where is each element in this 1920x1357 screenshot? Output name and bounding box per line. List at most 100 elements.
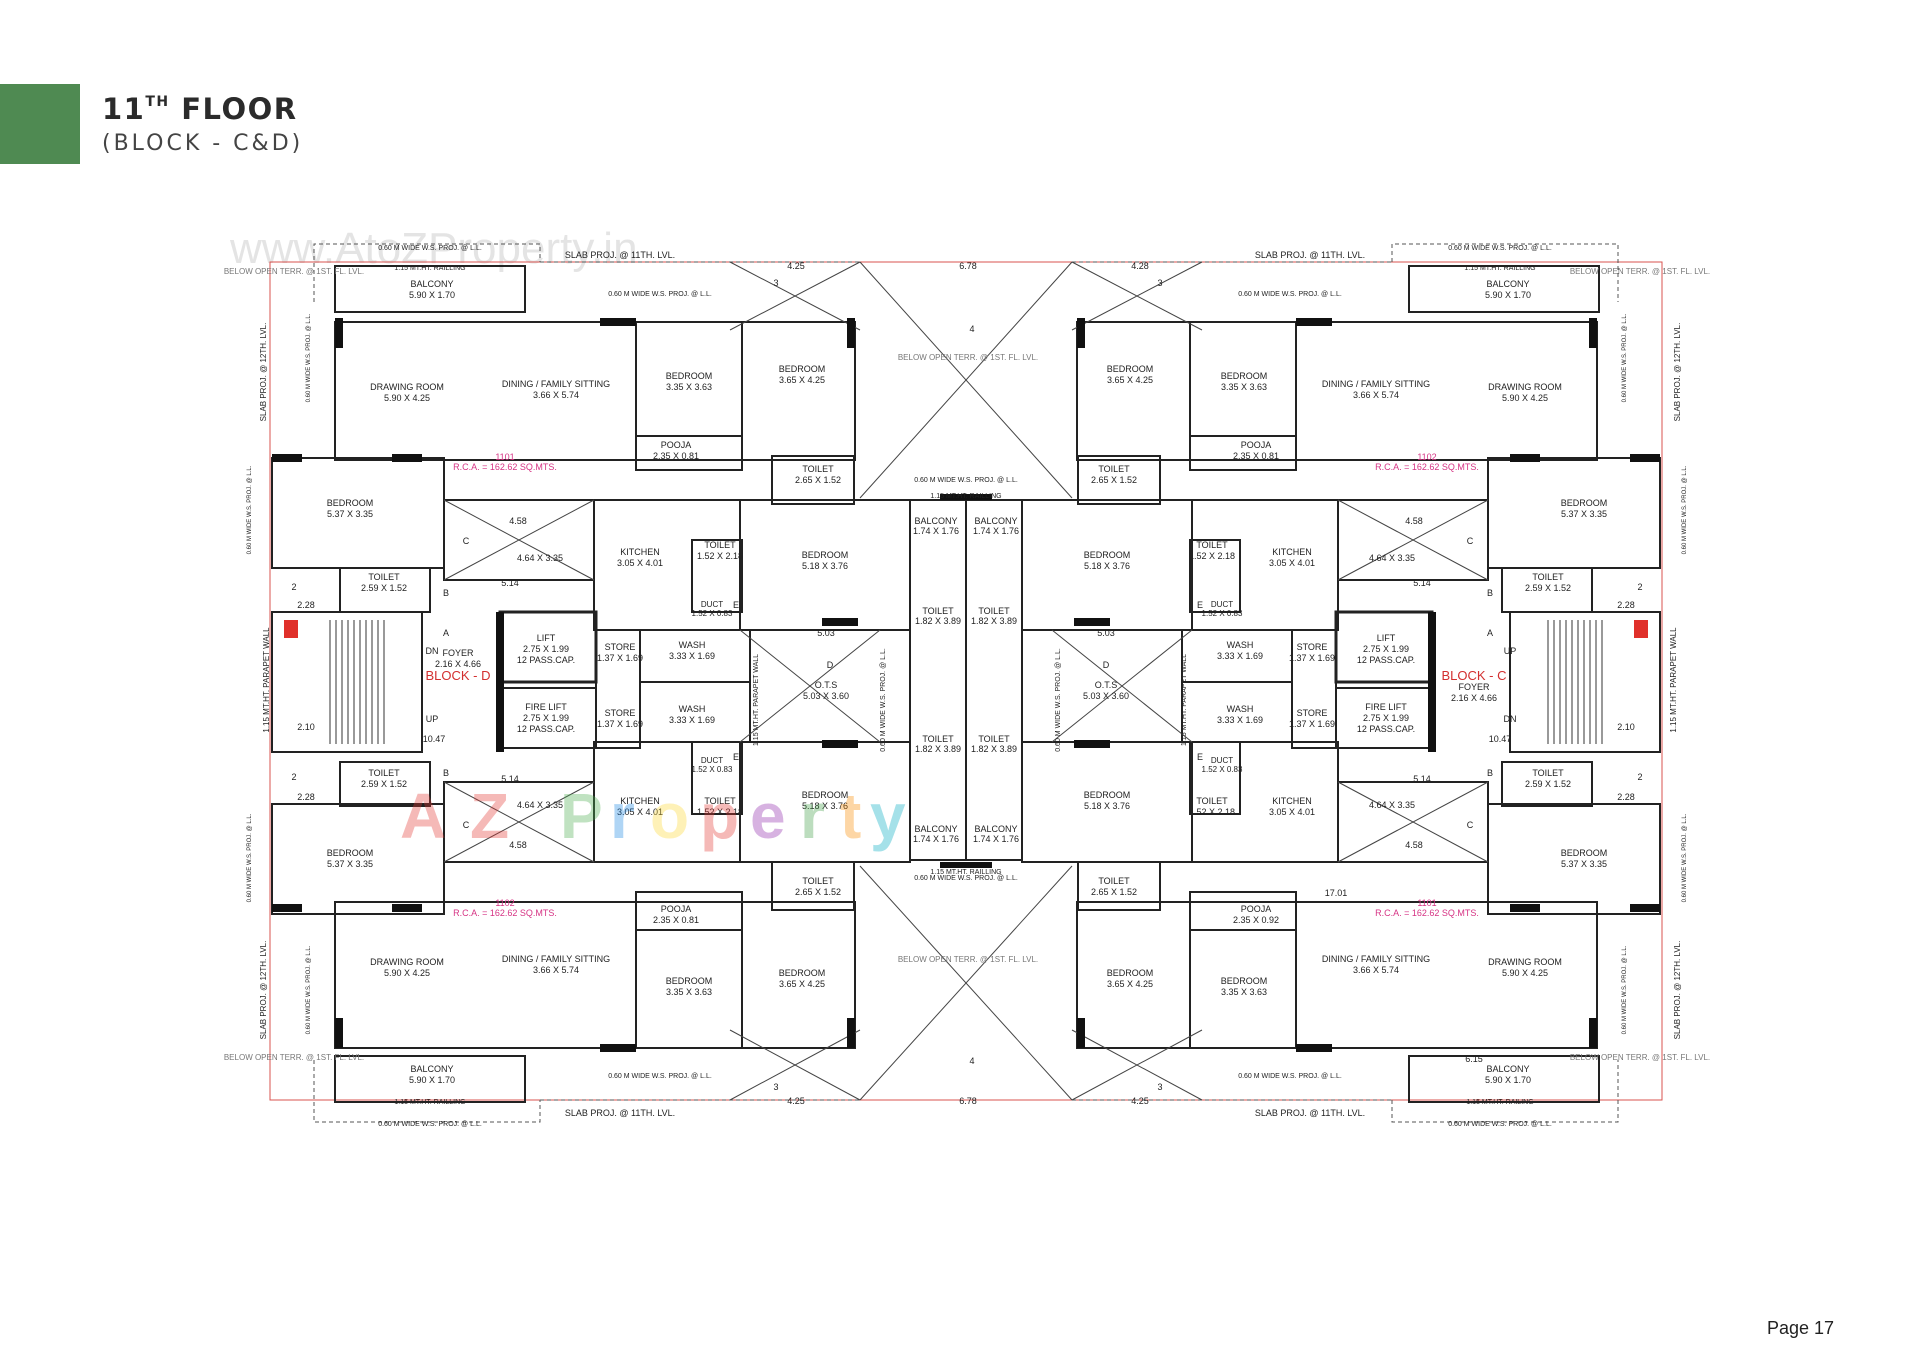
svg-text:O.T.S: O.T.S: [815, 680, 838, 690]
svg-text:DINING / FAMILY SITTING: DINING / FAMILY SITTING: [502, 954, 610, 964]
svg-text:5.90 X 4.25: 5.90 X 4.25: [384, 393, 430, 403]
svg-text:TOILET: TOILET: [922, 734, 954, 744]
svg-text:R.C.A. = 162.62 SQ.MTS.: R.C.A. = 162.62 SQ.MTS.: [1375, 908, 1479, 918]
svg-text:4.58: 4.58: [1405, 516, 1423, 526]
svg-text:SLAB PROJ. @ 12TH. LVL.: SLAB PROJ. @ 12TH. LVL.: [259, 941, 268, 1040]
svg-text:BEDROOM: BEDROOM: [327, 498, 374, 508]
svg-text:3.33 X 1.69: 3.33 X 1.69: [1217, 715, 1263, 725]
svg-text:POOJA: POOJA: [661, 440, 692, 450]
header-accent-bar: [0, 84, 80, 164]
svg-text:4.58: 4.58: [509, 516, 527, 526]
svg-text:2.35 X 0.92: 2.35 X 0.92: [1233, 915, 1279, 925]
svg-text:2.28: 2.28: [297, 600, 315, 610]
svg-text:1.52 X 0.83: 1.52 X 0.83: [692, 609, 733, 618]
svg-text:2.59 X 1.52: 2.59 X 1.52: [1525, 583, 1571, 593]
svg-text:BALCONY: BALCONY: [410, 279, 453, 289]
svg-text:DRAWING ROOM: DRAWING ROOM: [1488, 382, 1562, 392]
svg-text:KITCHEN: KITCHEN: [620, 796, 660, 806]
svg-text:10.47: 10.47: [1489, 734, 1512, 744]
svg-text:1.52 X 0.83: 1.52 X 0.83: [692, 765, 733, 774]
svg-text:TOILET: TOILET: [802, 876, 834, 886]
svg-text:R.C.A. = 162.62 SQ.MTS.: R.C.A. = 162.62 SQ.MTS.: [1375, 462, 1479, 472]
svg-text:12 PASS.CAP.: 12 PASS.CAP.: [1357, 655, 1415, 665]
svg-text:DRAWING ROOM: DRAWING ROOM: [370, 382, 444, 392]
svg-text:BEDROOM: BEDROOM: [779, 364, 826, 374]
svg-text:0.60 M WIDE W.S. PROJ. @ L.L.: 0.60 M WIDE W.S. PROJ. @ L.L.: [608, 291, 712, 298]
svg-text:TOILET: TOILET: [1098, 876, 1130, 886]
svg-text:5.18 X 3.76: 5.18 X 3.76: [802, 801, 848, 811]
svg-text:e: e: [750, 780, 786, 852]
svg-text:FIRE LIFT: FIRE LIFT: [1365, 702, 1407, 712]
svg-text:BELOW OPEN TERR. @ 1ST. FL. LV: BELOW OPEN TERR. @ 1ST. FL. LVL.: [1570, 1053, 1710, 1062]
svg-text:TOILET: TOILET: [922, 606, 954, 616]
svg-text:1.15 MT.HT. PARAPET WALL: 1.15 MT.HT. PARAPET WALL: [262, 627, 271, 733]
svg-text:R.C.A. = 162.62 SQ.MTS.: R.C.A. = 162.62 SQ.MTS.: [453, 462, 557, 472]
svg-text:3: 3: [773, 278, 778, 288]
svg-text:1.37 X 1.69: 1.37 X 1.69: [597, 653, 643, 663]
svg-text:1.82 X 3.89: 1.82 X 3.89: [971, 744, 1017, 754]
svg-text:12 PASS.CAP.: 12 PASS.CAP.: [1357, 724, 1415, 734]
svg-text:2.59 X 1.52: 2.59 X 1.52: [361, 583, 407, 593]
svg-text:2: 2: [1637, 582, 1642, 592]
svg-text:0.60 M WIDE W.S. PROJ. @ L.L.: 0.60 M WIDE W.S. PROJ. @ L.L.: [306, 313, 312, 402]
open-terrace-voids: [443, 261, 1489, 1101]
svg-text:2.65 X 1.52: 2.65 X 1.52: [795, 887, 841, 897]
svg-text:5.90 X 1.70: 5.90 X 1.70: [1485, 1075, 1531, 1085]
svg-text:1.15 MT.HT. PARAPET WALL: 1.15 MT.HT. PARAPET WALL: [1669, 627, 1678, 733]
svg-text:2: 2: [291, 582, 296, 592]
svg-text:KITCHEN: KITCHEN: [1272, 547, 1312, 557]
svg-text:1.52 X 2.18: 1.52 X 2.18: [1189, 551, 1235, 561]
svg-text:5.03: 5.03: [1097, 628, 1115, 638]
svg-text:5.18 X 3.76: 5.18 X 3.76: [1084, 801, 1130, 811]
svg-text:4.25: 4.25: [787, 261, 805, 271]
svg-text:2.16 X 4.66: 2.16 X 4.66: [1451, 693, 1497, 703]
svg-text:1102: 1102: [1417, 452, 1436, 462]
svg-text:SLAB PROJ. @ 11TH. LVL.: SLAB PROJ. @ 11TH. LVL.: [565, 250, 675, 260]
svg-text:BALCONY: BALCONY: [410, 1064, 453, 1074]
svg-text:BEDROOM: BEDROOM: [802, 790, 849, 800]
svg-text:BALCONY: BALCONY: [974, 824, 1017, 834]
svg-text:TOILET: TOILET: [368, 768, 400, 778]
svg-text:2.75 X 1.99: 2.75 X 1.99: [1363, 713, 1409, 723]
svg-text:BELOW OPEN TERR. @ 1ST. FL. LV: BELOW OPEN TERR. @ 1ST. FL. LVL.: [224, 1053, 364, 1062]
svg-text:BEDROOM: BEDROOM: [1107, 968, 1154, 978]
svg-text:1.82 X 3.89: 1.82 X 3.89: [971, 616, 1017, 626]
svg-text:DUCT: DUCT: [1211, 600, 1233, 609]
svg-text:3.66 X 5.74: 3.66 X 5.74: [1353, 390, 1399, 400]
svg-text:POOJA: POOJA: [1241, 440, 1272, 450]
svg-text:KITCHEN: KITCHEN: [1272, 796, 1312, 806]
svg-text:5.37 X 3.35: 5.37 X 3.35: [327, 859, 373, 869]
svg-text:3.05 X 4.01: 3.05 X 4.01: [1269, 558, 1315, 568]
svg-text:SLAB PROJ. @ 12TH. LVL.: SLAB PROJ. @ 12TH. LVL.: [1673, 941, 1682, 1040]
svg-text:FOYER: FOYER: [442, 648, 474, 658]
svg-text:5.03 X 3.60: 5.03 X 3.60: [803, 691, 849, 701]
svg-text:3: 3: [1157, 278, 1162, 288]
svg-text:3: 3: [773, 1082, 778, 1092]
svg-text:BALCONY: BALCONY: [914, 516, 957, 526]
svg-text:TOILET: TOILET: [1098, 464, 1130, 474]
svg-text:4.25: 4.25: [1131, 1096, 1149, 1106]
svg-text:2.28: 2.28: [1617, 792, 1635, 802]
svg-text:TOILET: TOILET: [1532, 572, 1564, 582]
svg-text:4.58: 4.58: [1405, 840, 1423, 850]
svg-text:1.52 X 0.83: 1.52 X 0.83: [1202, 609, 1243, 618]
svg-text:2.28: 2.28: [297, 792, 315, 802]
svg-text:TOILET: TOILET: [704, 540, 736, 550]
svg-text:STORE: STORE: [605, 708, 636, 718]
svg-text:1.15 MT.HT. RAILLING: 1.15 MT.HT. RAILLING: [930, 493, 1001, 500]
svg-text:E: E: [733, 600, 739, 610]
svg-text:1.74 X 1.76: 1.74 X 1.76: [913, 834, 959, 844]
svg-text:STORE: STORE: [1297, 708, 1328, 718]
svg-text:3.65 X 4.25: 3.65 X 4.25: [1107, 375, 1153, 385]
svg-text:WASH: WASH: [679, 704, 706, 714]
svg-text:C: C: [1467, 536, 1474, 546]
svg-text:0.60 M WIDE W.S. PROJ. @ L.L.: 0.60 M WIDE W.S. PROJ. @ L.L.: [914, 875, 1018, 882]
svg-text:3.35 X 3.63: 3.35 X 3.63: [1221, 382, 1267, 392]
svg-text:BEDROOM: BEDROOM: [1221, 976, 1268, 986]
svg-text:0.60 M WIDE W.S. PROJ. @ L.L.: 0.60 M WIDE W.S. PROJ. @ L.L.: [306, 945, 312, 1034]
svg-text:1.37 X 1.69: 1.37 X 1.69: [1289, 653, 1335, 663]
svg-text:4.64 X 3.35: 4.64 X 3.35: [1369, 800, 1415, 810]
svg-text:3.65 X 4.25: 3.65 X 4.25: [779, 979, 825, 989]
svg-text:BEDROOM: BEDROOM: [802, 550, 849, 560]
